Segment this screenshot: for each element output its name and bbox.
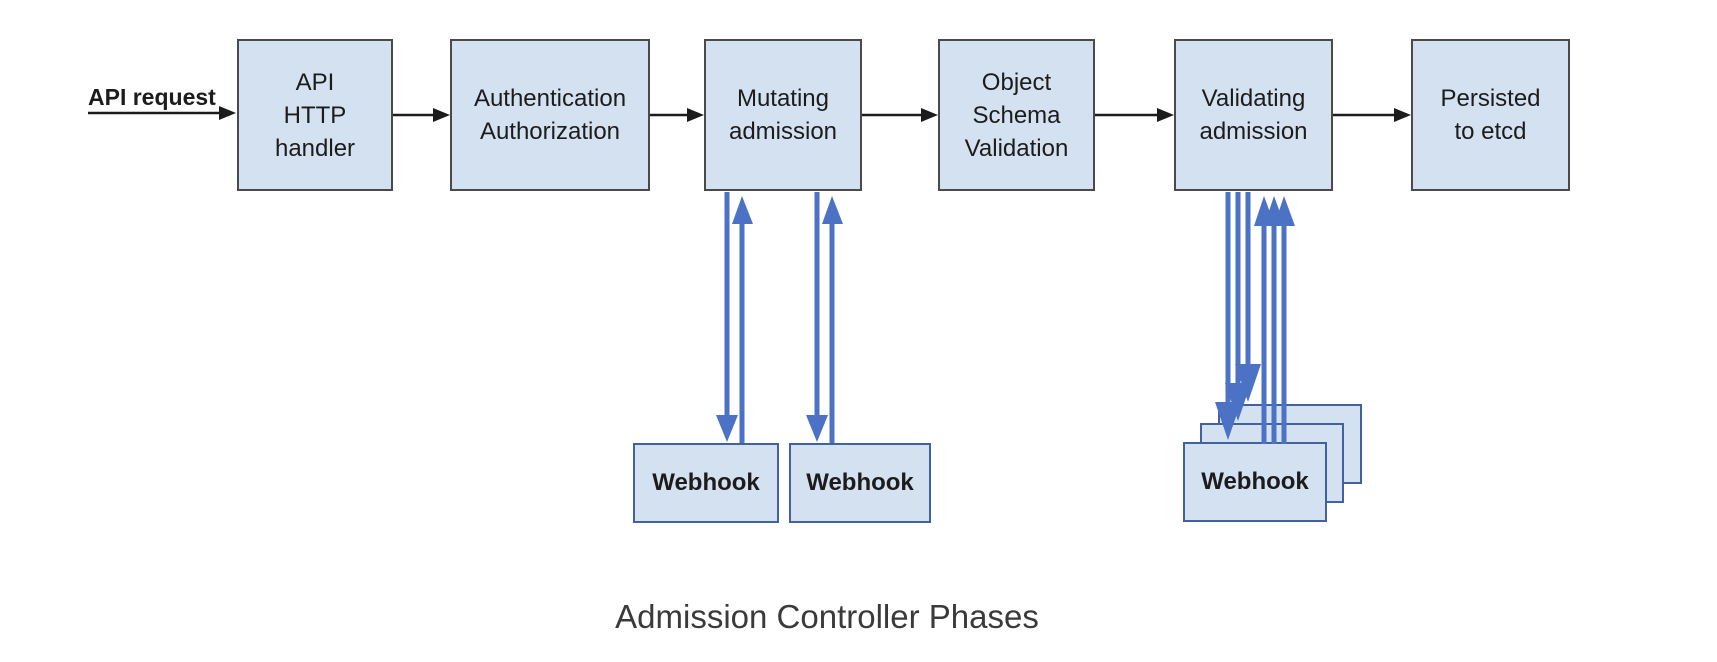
arrow-mutating-webhook1-return [732, 196, 753, 443]
phase-box-api-http-handler: API HTTP handler [237, 39, 393, 191]
arrow-auth-to-mutating [650, 108, 704, 122]
phase-box-object-schema-validation: Object Schema Validation [938, 39, 1095, 191]
arrow-mutating-webhook2-call [806, 192, 828, 442]
phase-box-label: Mutating admission [728, 85, 838, 145]
arrow-validating-webhook-call-3 [1235, 192, 1261, 402]
mutating-webhook-box-1: Webhook [633, 443, 779, 523]
arrow-validating-webhook-call-2 [1225, 192, 1251, 421]
arrow-mutating-to-schema [862, 108, 938, 122]
phase-box-label: API HTTP handler [274, 68, 356, 162]
arrow-handler-to-auth [393, 108, 450, 122]
phase-box-authentication-authorization: Authentication Authorization [450, 39, 650, 191]
arrow-schema-to-validating [1095, 108, 1174, 122]
arrow-validating-webhook-call-1 [1215, 192, 1241, 440]
phase-box-label: Authentication Authorization [473, 85, 627, 145]
phase-box-validating-admission: Validating admission [1174, 39, 1333, 191]
arrow-mutating-webhook2-return [822, 196, 843, 443]
phase-box-label: Persisted to etcd [1440, 85, 1541, 145]
validating-webhook-box-front: Webhook [1183, 442, 1327, 522]
arrow-mutating-webhook1-call [716, 192, 738, 442]
phase-box-label: Object Schema Validation [964, 68, 1069, 162]
arrow-validating-to-etcd [1333, 108, 1411, 122]
phase-box-mutating-admission: Mutating admission [704, 39, 862, 191]
mutating-webhook-box-2: Webhook [789, 443, 931, 523]
phase-box-label: Validating admission [1199, 85, 1308, 145]
api-request-label: API request [88, 84, 216, 110]
diagram-caption: Admission Controller Phases [615, 598, 1039, 635]
phase-box-persisted-to-etcd: Persisted to etcd [1411, 39, 1570, 191]
